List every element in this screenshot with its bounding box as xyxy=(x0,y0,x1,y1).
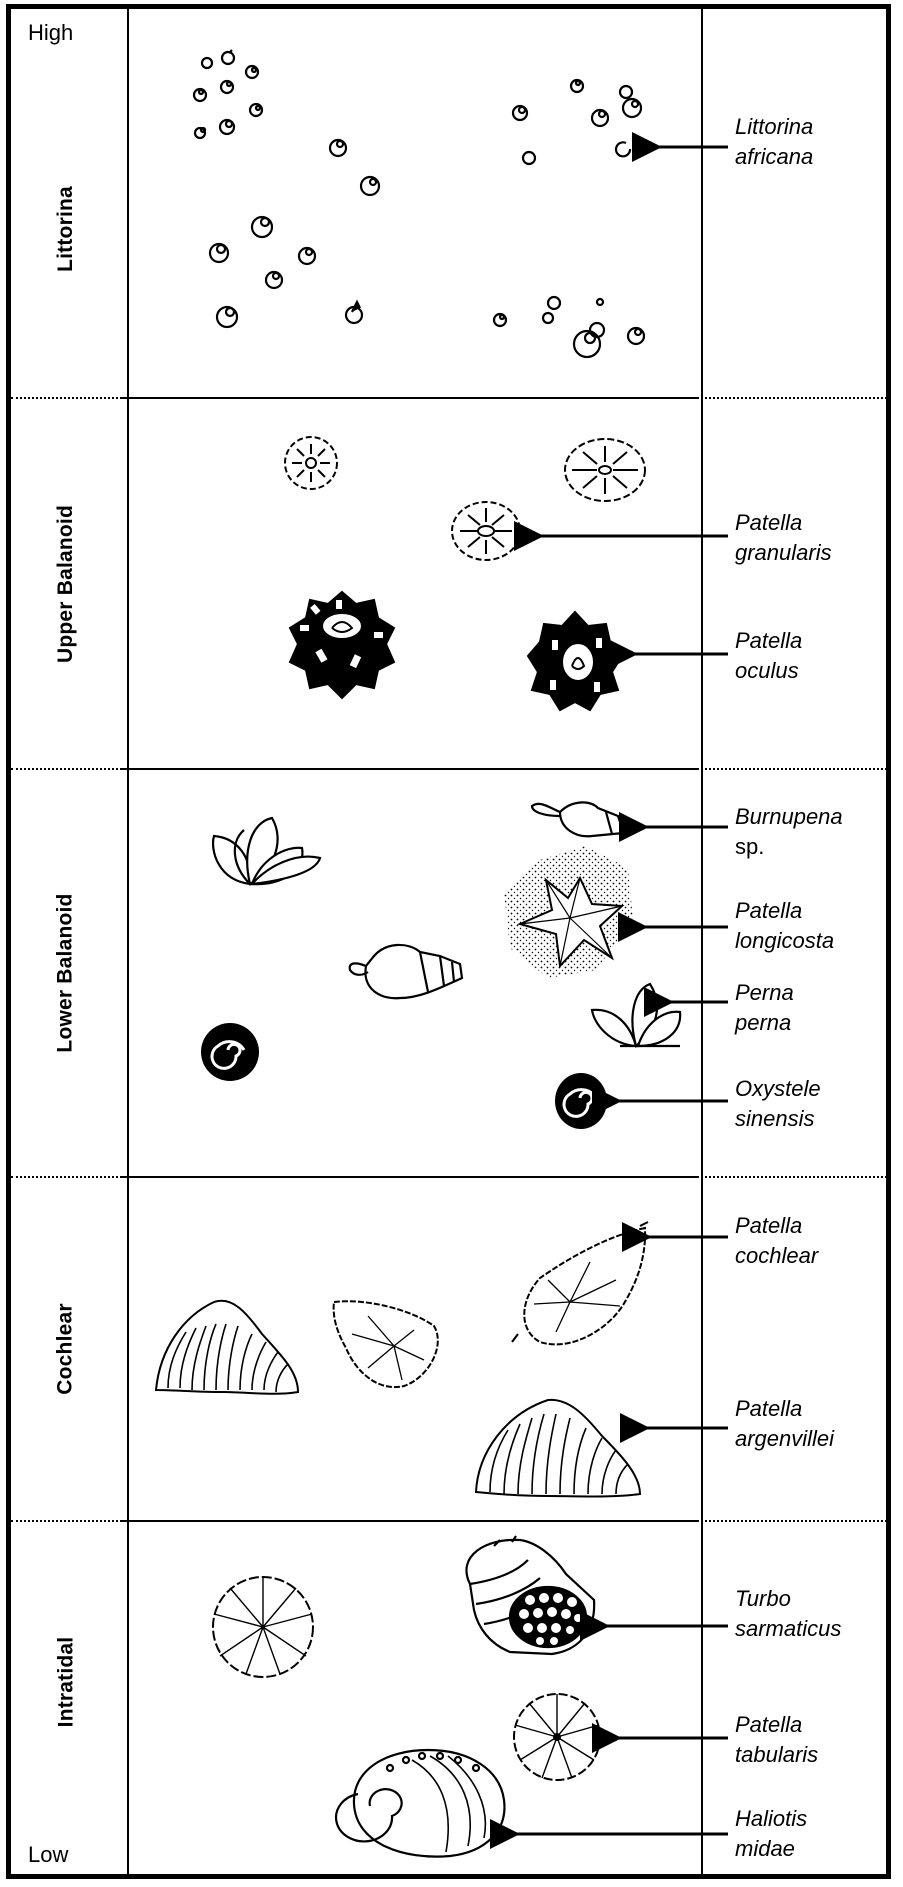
haliotis-midae-shell xyxy=(336,1750,504,1857)
periwinkle-shell xyxy=(574,331,600,357)
periwinkle-shell xyxy=(548,297,560,309)
periwinkle-shell xyxy=(210,244,228,262)
periwinkle-shell xyxy=(494,314,506,326)
periwinkle-shell xyxy=(220,120,234,134)
periwinkle-shell xyxy=(597,299,603,305)
periwinkle-shell xyxy=(222,50,234,64)
patella-argenvillei-shell xyxy=(156,1301,298,1394)
periwinkle-shell xyxy=(346,302,362,323)
patella-cochlear-shell xyxy=(334,1301,438,1387)
periwinkle-shell xyxy=(250,104,262,116)
periwinkle-shell xyxy=(246,66,258,78)
patella-cochlear-shell xyxy=(512,1222,648,1344)
periwinkle-shell xyxy=(543,313,553,323)
periwinkle-shell xyxy=(194,89,206,101)
patella-tabularis-shell xyxy=(514,1694,600,1780)
burnupena-shell xyxy=(532,802,634,836)
periwinkle-shell xyxy=(330,140,346,156)
periwinkle-shell xyxy=(592,110,608,126)
patella-granularis-shell xyxy=(285,437,337,489)
turbo-sarmaticus-shell xyxy=(466,1536,594,1654)
periwinkle-shell xyxy=(571,80,583,92)
periwinkle-shell xyxy=(513,106,527,120)
periwinkle-shell xyxy=(202,58,212,68)
burnupena-shell xyxy=(350,945,462,998)
perna-perna-shell xyxy=(213,818,320,884)
patella-granularis-shell xyxy=(452,502,520,560)
periwinkle-shell xyxy=(628,328,644,344)
littorina-shells xyxy=(194,50,644,357)
perna-perna-shell xyxy=(592,984,680,1046)
periwinkle-shell xyxy=(217,307,237,327)
periwinkle-shell xyxy=(523,152,535,164)
periwinkle-shell xyxy=(623,99,641,117)
periwinkle-shell xyxy=(620,86,632,98)
periwinkle-shell xyxy=(299,248,315,264)
periwinkle-shell xyxy=(361,177,379,195)
periwinkle-shell xyxy=(252,217,272,237)
patella-granularis-shell xyxy=(565,439,645,501)
periwinkle-shell xyxy=(221,81,233,93)
periwinkle-shell xyxy=(266,272,282,288)
periwinkle-shell xyxy=(195,128,205,138)
patella-argenvillei-shell xyxy=(476,1400,640,1497)
patella-tabularis-shell xyxy=(213,1577,313,1677)
periwinkle-shell xyxy=(616,142,630,156)
patella-longicosta-shell xyxy=(504,846,633,978)
oxystele-shell xyxy=(555,1073,607,1129)
oxystele-shell xyxy=(201,1023,259,1081)
patella-oculus-shell xyxy=(290,592,394,698)
patella-oculus-shell xyxy=(528,612,622,710)
